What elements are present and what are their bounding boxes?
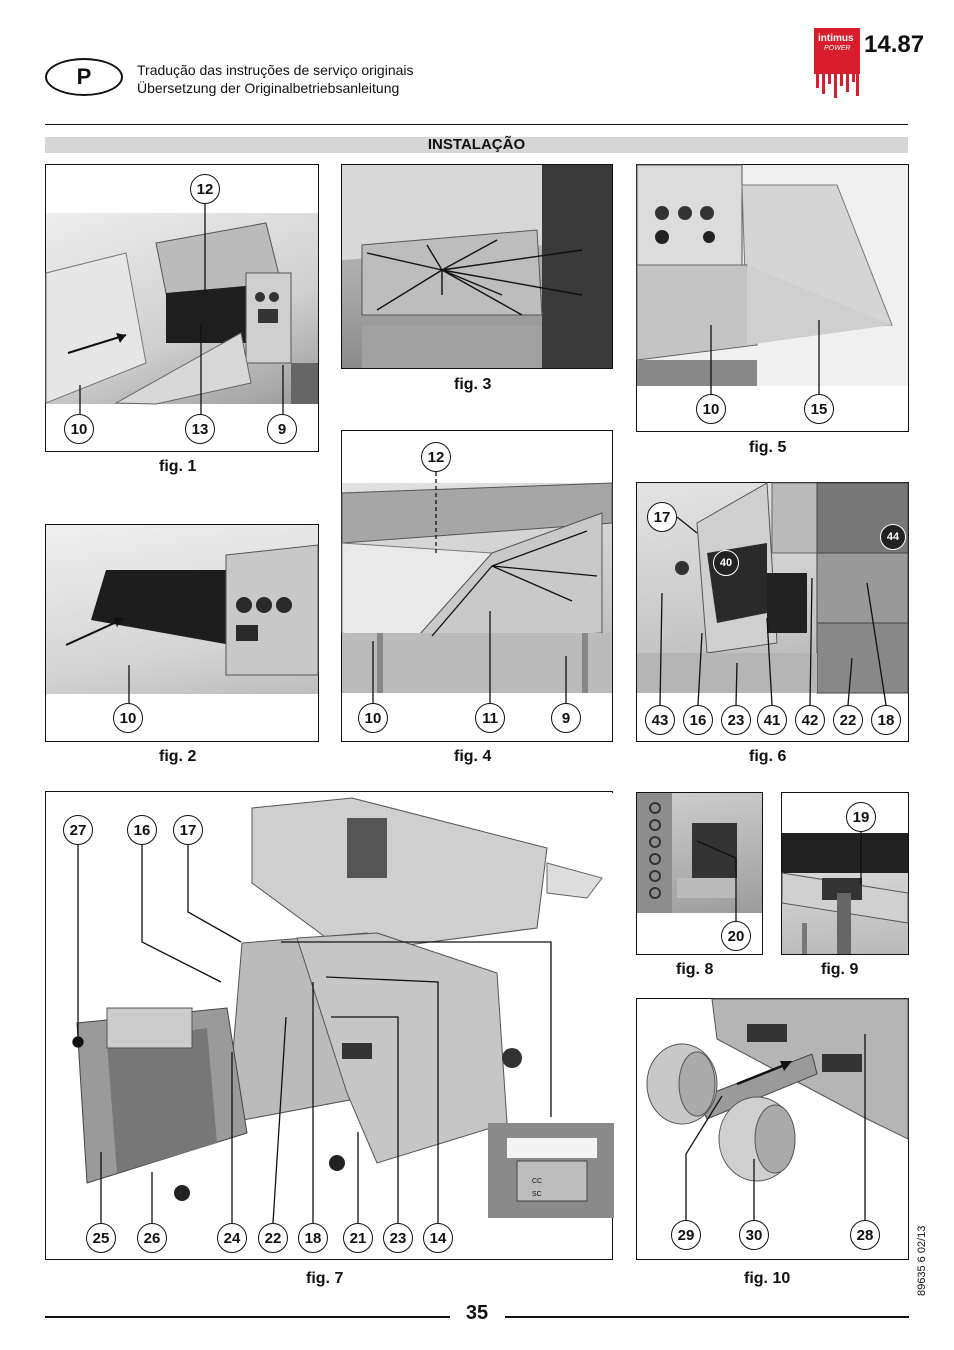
callout-30: 30 xyxy=(739,1220,769,1250)
callout-21: 21 xyxy=(343,1223,373,1253)
figure-2: 10 xyxy=(45,524,319,742)
figure-1: 12 10 13 9 xyxy=(45,164,319,452)
callout-43: 43 xyxy=(645,705,675,735)
callout-26: 26 xyxy=(137,1223,167,1253)
callout-10: 10 xyxy=(358,703,388,733)
brand-name: intimus xyxy=(818,33,854,44)
callout-20: 20 xyxy=(721,921,751,951)
figure-7-caption: fig. 7 xyxy=(306,1270,344,1287)
model-number: 14.87 xyxy=(864,31,924,58)
callout-10: 10 xyxy=(696,394,726,424)
callout-23: 23 xyxy=(721,705,751,735)
callout-18: 18 xyxy=(298,1223,328,1253)
figure-9-photo xyxy=(781,833,909,954)
callout-22: 22 xyxy=(833,705,863,735)
callout-18: 18 xyxy=(871,705,901,735)
figure-7-photo: CC SC xyxy=(47,793,614,1218)
brand-logo: intimus POWER 14.87 xyxy=(812,28,924,106)
figure-4-photo xyxy=(341,482,613,693)
figure-6-photo xyxy=(637,482,909,694)
document-code: 89635 6 02/13 xyxy=(916,1225,928,1296)
figure-5-caption: fig. 5 xyxy=(749,439,787,456)
header-line-portuguese: Tradução das instruções de serviço origi… xyxy=(137,62,414,78)
figure-4-caption: fig. 4 xyxy=(454,748,492,765)
callout-13: 13 xyxy=(185,414,215,444)
callout-22: 22 xyxy=(258,1223,288,1253)
header-text: Tradução das instruções de serviço origi… xyxy=(137,61,414,97)
figure-3-caption: fig. 3 xyxy=(454,376,492,393)
callout-12: 12 xyxy=(190,174,220,204)
figure-4: 12 10 11 9 xyxy=(341,430,613,742)
callout-12: 12 xyxy=(421,442,451,472)
figure-2-photo xyxy=(46,525,319,694)
callout-19: 19 xyxy=(846,802,876,832)
figure-1-caption: fig. 1 xyxy=(159,458,197,475)
figure-5: 10 15 xyxy=(636,164,909,432)
callout-11: 11 xyxy=(475,703,505,733)
figure-6: 17 40 44 43 16 23 41 42 22 18 xyxy=(636,482,909,742)
callout-25: 25 xyxy=(86,1223,116,1253)
callout-10: 10 xyxy=(113,703,143,733)
callout-16: 16 xyxy=(683,705,713,735)
footer-rule-left xyxy=(45,1316,450,1318)
language-code: P xyxy=(76,64,92,89)
figure-8-photo xyxy=(637,793,762,913)
brand-subname: POWER xyxy=(824,45,850,52)
callout-14: 14 xyxy=(423,1223,453,1253)
callout-24: 24 xyxy=(217,1223,247,1253)
callout-23: 23 xyxy=(383,1223,413,1253)
callout-9: 9 xyxy=(551,703,581,733)
figure-1-photo xyxy=(45,213,318,405)
figure-10-photo xyxy=(637,998,909,1204)
callout-9: 9 xyxy=(267,414,297,444)
callout-28: 28 xyxy=(850,1220,880,1250)
figure-9-caption: fig. 9 xyxy=(821,961,859,978)
figure-3 xyxy=(341,164,613,369)
header-line-german: Übersetzung der Originalbetriebsanleitun… xyxy=(137,80,400,96)
footer-rule-right xyxy=(505,1316,909,1318)
figure-7: CC SC 27 16 17 25 26 24 22 18 21 23 14 xyxy=(45,791,614,1260)
callout-17: 17 xyxy=(647,502,677,532)
figure-9: 19 xyxy=(781,792,909,955)
callout-27: 27 xyxy=(63,815,93,845)
callout-42: 42 xyxy=(795,705,825,735)
language-badge: P xyxy=(45,58,123,96)
panel-label-cc: CC xyxy=(532,1178,542,1185)
figure-5-photo xyxy=(636,164,908,386)
callout-29: 29 xyxy=(671,1220,701,1250)
panel-label-sc: SC xyxy=(532,1191,542,1198)
figure-8: 20 xyxy=(636,792,763,955)
figure-3-photo xyxy=(342,165,612,368)
figure-6-caption: fig. 6 xyxy=(749,748,787,765)
header-rule xyxy=(45,124,908,125)
callout-15: 15 xyxy=(804,394,834,424)
figure-10-caption: fig. 10 xyxy=(744,1270,791,1287)
figure-2-caption: fig. 2 xyxy=(159,748,197,765)
callout-16: 16 xyxy=(127,815,157,845)
brand-logo-graphic: intimus POWER 14.87 xyxy=(814,28,924,98)
page-number: 35 xyxy=(465,1302,489,1324)
figure-10: 29 30 28 xyxy=(636,998,909,1260)
callout-10: 10 xyxy=(64,414,94,444)
callout-40: 40 xyxy=(713,550,739,576)
callout-41: 41 xyxy=(757,705,787,735)
section-title: INSTALAÇÃO xyxy=(45,137,908,153)
callout-44: 44 xyxy=(880,524,906,550)
figure-8-caption: fig. 8 xyxy=(676,961,714,978)
callout-17: 17 xyxy=(173,815,203,845)
